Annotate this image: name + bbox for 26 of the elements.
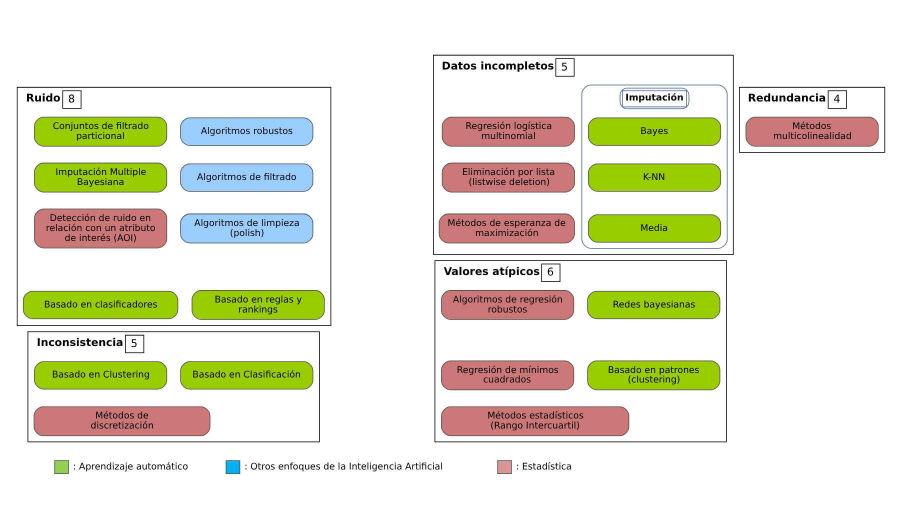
node-box: Métodos estadísticos (Rango Intercuartil) <box>441 406 630 436</box>
legend-label: : Aprendizaje automático <box>73 461 188 472</box>
node-box: Basado en patrones (clustering) <box>587 360 720 390</box>
node-box: Basado en clasificadores <box>22 290 178 319</box>
node-box: Conjuntos de filtrado particional <box>34 116 168 146</box>
node-box: K-NN <box>588 162 722 192</box>
node-box: Regresión de mínimos cuadrados <box>441 360 574 390</box>
node-box: Basado en Clasificación <box>180 360 314 390</box>
node-box: Eliminación por lista (listwise deletion) <box>442 162 575 192</box>
node-box: Métodos de discretización <box>34 406 210 436</box>
node-box: Métodos de esperanza de maximización <box>438 213 575 243</box>
legend-label: : Otros enfoques de la Inteligencia Artificial <box>244 461 443 472</box>
node-box: Algoritmos robustos <box>180 117 314 146</box>
node-box: Regresión logística multinomial <box>442 116 575 146</box>
node-box: Detección de ruido en relación con un atributo de interés (AOI) <box>34 208 168 248</box>
node-box: Algoritmos de regresión robustos <box>441 290 574 320</box>
node-box: Basado en reglas y rankings <box>192 290 325 320</box>
node-box: Redes bayesianas <box>587 290 720 319</box>
node-box: Imputación Multiple Bayesiana <box>34 162 168 192</box>
node-box: Algoritmos de limpieza (polish) <box>180 213 314 243</box>
node-box: Media <box>588 214 722 242</box>
node-box: Métodos multicolinealidad <box>746 116 879 146</box>
node-box: Bayes <box>588 117 722 146</box>
node-box: Algoritmos de filtrado <box>180 162 314 192</box>
legend-label: : Estadística <box>516 461 572 472</box>
node-box: Basado en Clustering <box>34 360 168 390</box>
